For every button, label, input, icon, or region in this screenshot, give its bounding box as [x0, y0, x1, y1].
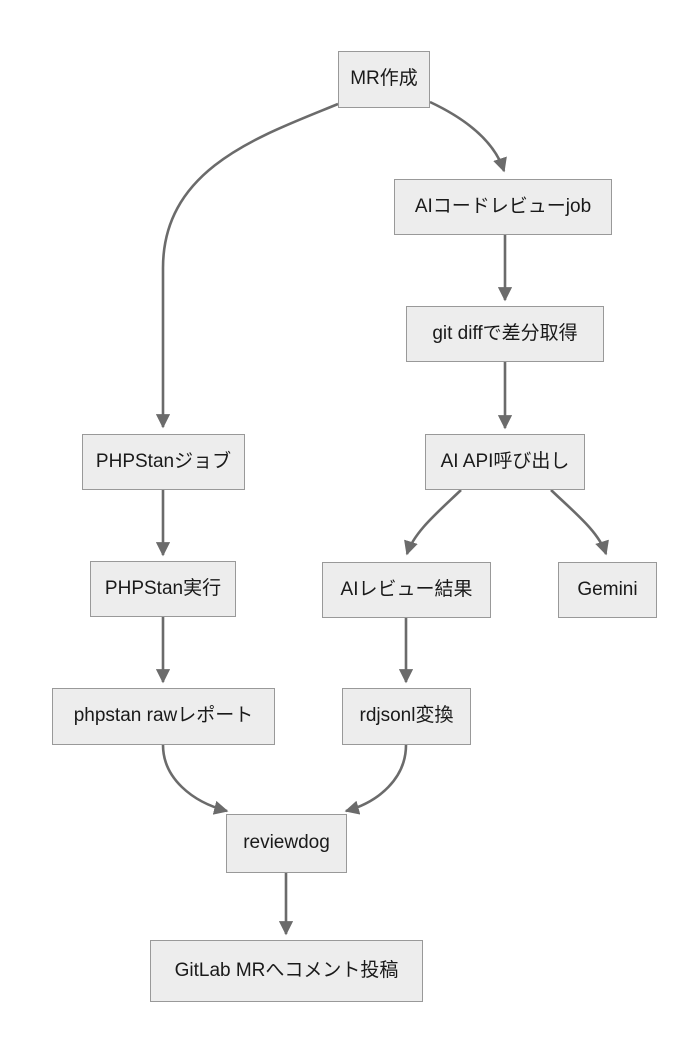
node-ai-review-result: AIレビュー結果 — [322, 562, 491, 618]
edge-rdjsonl-reviewdog — [344, 744, 408, 815]
node-gemini: Gemini — [558, 562, 657, 618]
node-reviewdog: reviewdog — [226, 814, 347, 873]
node-gitlab-mr-comment: GitLab MRへコメント投稿 — [150, 940, 423, 1002]
edge-ai-api-gemini — [550, 489, 609, 556]
node-ai-api-call: AI API呼び出し — [425, 434, 585, 490]
node-mr-creation: MR作成 — [338, 51, 430, 108]
edge-ai-api-ai-result — [404, 489, 462, 556]
node-phpstan-job: PHPStanジョブ — [82, 434, 245, 490]
node-rdjsonl-convert: rdjsonl変換 — [342, 688, 471, 745]
edge-phpstan-report-reviewdog — [161, 744, 229, 815]
node-phpstan-run: PHPStan実行 — [90, 561, 236, 617]
edge-mr-phpstan-job — [155, 102, 339, 429]
edge-mr-ai-job — [429, 100, 507, 173]
node-phpstan-raw-report: phpstan rawレポート — [52, 688, 275, 745]
node-ai-code-review-job: AIコードレビューjob — [394, 179, 612, 235]
node-git-diff: git diffで差分取得 — [406, 306, 604, 362]
